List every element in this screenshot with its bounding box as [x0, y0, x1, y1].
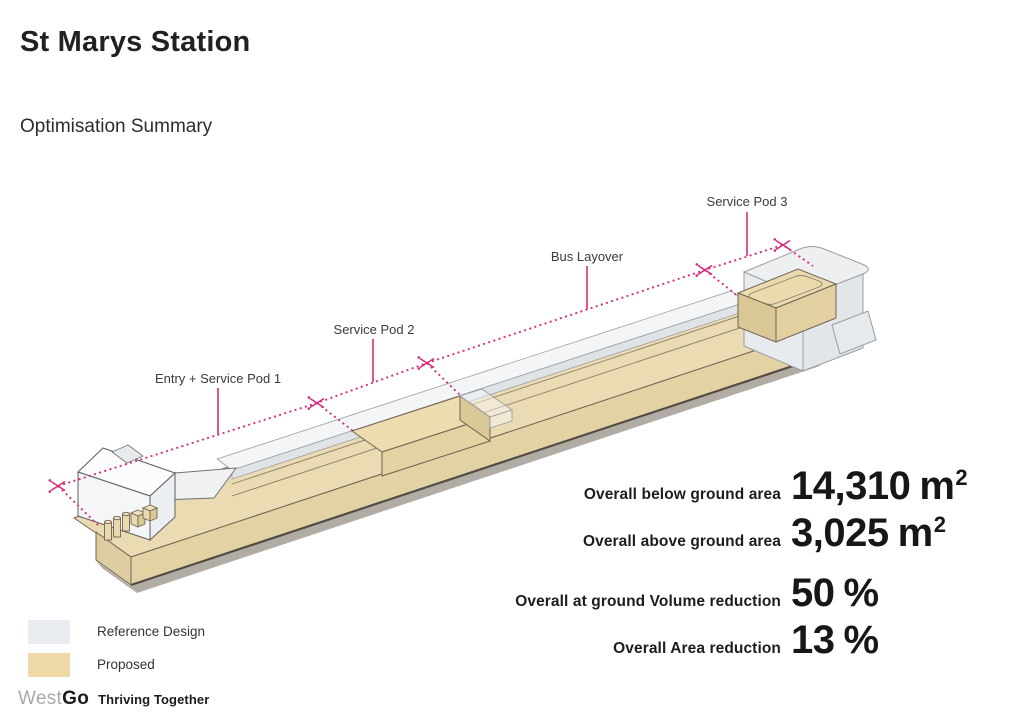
entry-roof-notch [111, 444, 144, 464]
label-entry-service-pod-1: Entry + Service Pod 1 [155, 371, 281, 386]
proposed-swatch [28, 652, 70, 677]
legend-label: Proposed [97, 657, 155, 672]
service-pod-2-reference-ghost [458, 388, 514, 429]
reference-design-swatch [28, 619, 70, 644]
stat-value: 50% [791, 571, 879, 615]
stat-label: Overall above ground area [582, 533, 781, 550]
ground-shadow [96, 360, 820, 593]
stat-value: 13% [791, 618, 879, 662]
stat-volume-reduction: Overall at ground Volume reduction 50% [396, 573, 996, 613]
stat-label: Overall at ground Volume reduction [515, 593, 781, 610]
base-edge [130, 357, 815, 587]
brand-go: Go [62, 688, 90, 709]
stat-label: Overall Area reduction [613, 640, 781, 657]
page-title: St Marys Station [20, 26, 251, 58]
label-leader-lines [217, 212, 748, 434]
entry-structure [77, 444, 237, 542]
page-subtitle: Optimisation Summary [20, 116, 213, 137]
dimension-line [57, 243, 814, 487]
stat-label: Overall below ground area [583, 486, 781, 503]
legend-label: Reference Design [97, 624, 206, 639]
label-service-pod-2: Service Pod 2 [334, 322, 415, 337]
platform-edge-line [231, 299, 789, 485]
stat-area-reduction: Overall Area reduction 13% [396, 620, 996, 660]
westgo-logo: West Go Thriving Together [18, 688, 209, 710]
platform-edge-line [231, 311, 789, 497]
label-bus-layover: Bus Layover [551, 249, 624, 264]
legend: Reference Design Proposed [28, 619, 205, 685]
vent-shafts [104, 504, 159, 541]
service-pod-3-proposed-box [736, 268, 838, 343]
label-service-pod-3: Service Pod 3 [707, 194, 788, 209]
legend-item-reference-design: Reference Design [28, 619, 205, 644]
legend-item-proposed: Proposed [28, 652, 205, 677]
brand-tagline: Thriving Together [98, 692, 210, 707]
brand-west: West [18, 688, 63, 709]
dimension-annotations: Entry + Service Pod 1 Service Pod 2 Bus … [47, 194, 814, 528]
service-pod-2-box [350, 388, 514, 477]
